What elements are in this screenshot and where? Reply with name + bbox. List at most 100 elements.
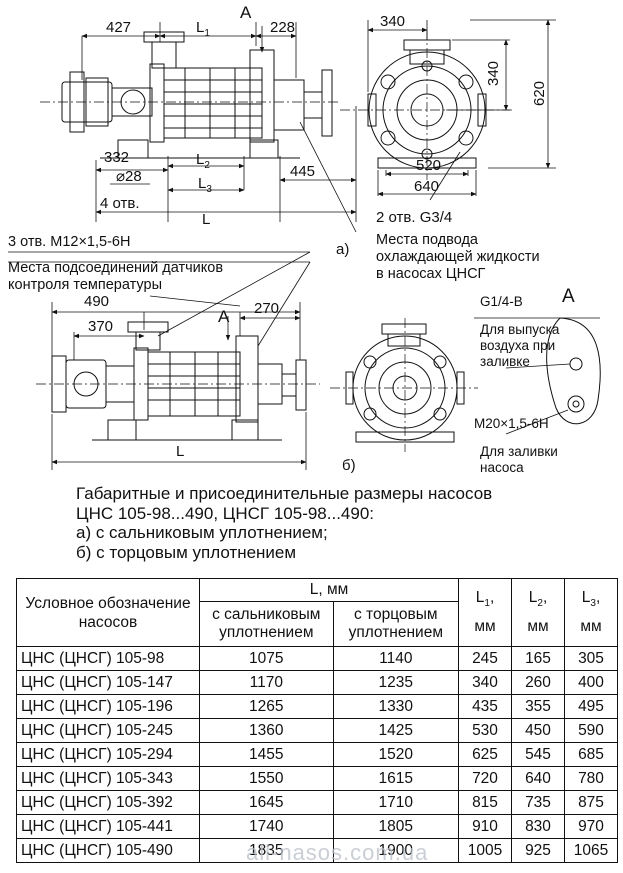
- cell-L2: 735: [511, 790, 565, 815]
- cell-mech: 1235: [332, 670, 460, 695]
- dim-340-w: 340: [380, 13, 405, 30]
- cell-mech: 1140: [332, 646, 460, 671]
- fill-note-1: Для заливки: [480, 444, 558, 459]
- cell-mech: 1425: [332, 718, 460, 743]
- cell-mech: 1900: [332, 838, 460, 863]
- detail-A-title: A: [562, 286, 575, 307]
- pump-b-front-view: [330, 318, 478, 452]
- detail-A: [474, 317, 601, 435]
- cell-L3: 780: [564, 766, 618, 791]
- dim-370: 370: [88, 318, 113, 335]
- vent-note-2: воздуха при: [480, 338, 555, 353]
- caption-line-3: а) с сальниковым уплотнением;: [76, 523, 328, 542]
- view-A-marker-b: A: [218, 307, 230, 326]
- cell-name: ЦНС (ЦНСГ) 105-490: [16, 838, 200, 863]
- pump-a-labels: 427 L1 A 228 332 L2 ⌀28 445 L3 4 отв. L …: [100, 3, 349, 258]
- cell-mech: 1805: [332, 814, 460, 839]
- cell-L1: 340: [458, 670, 512, 695]
- dim-332: 332: [104, 149, 129, 166]
- cell-L2: 640: [511, 766, 565, 791]
- dim-L1: L1: [196, 19, 210, 39]
- pump-a-front-dimensions: [367, 19, 556, 201]
- cell-L1: 1005: [458, 838, 512, 863]
- label-a: а): [336, 241, 349, 258]
- note-cooling-3: в насосах ЦНСГ: [376, 266, 486, 282]
- dim-L-b: L: [176, 443, 184, 460]
- note-sensors-2: контроля температуры: [8, 277, 162, 293]
- vent-note-1: Для выпуска: [480, 322, 560, 337]
- cell-gland: 1645: [199, 790, 334, 815]
- dim-620: 620: [531, 81, 548, 106]
- cell-L1: 720: [458, 766, 512, 791]
- dim-340-h: 340: [485, 61, 502, 86]
- holes-4: 4 отв.: [100, 195, 140, 212]
- cell-L1: 245: [458, 646, 512, 671]
- pump-a-front-labels: 340 340 620 520 640 2 отв. G3/4: [376, 13, 548, 226]
- pump-b-labels: 490 370 A 270 L б): [84, 293, 356, 474]
- cell-gland: 1835: [199, 838, 334, 863]
- cell-L3: 685: [564, 742, 618, 767]
- cell-L1: 530: [458, 718, 512, 743]
- cell-L2: 355: [511, 694, 565, 719]
- notes: 3 отв. М12×1,5-6Н Места подсоединений да…: [8, 232, 540, 293]
- thread-g14: G1/4-В: [480, 294, 523, 309]
- header-L3: L3,мм: [564, 578, 618, 647]
- label-b: б): [342, 457, 356, 474]
- cell-L2: 450: [511, 718, 565, 743]
- cell-L3: 590: [564, 718, 618, 743]
- dim-427: 427: [106, 19, 131, 36]
- dim-L3: L3: [198, 175, 212, 195]
- thread-m20: М20×1,5-6Н: [474, 416, 549, 431]
- cell-L2: 925: [511, 838, 565, 863]
- dim-520: 520: [416, 157, 441, 174]
- dim-640: 640: [414, 178, 439, 195]
- leader-lines: [8, 251, 311, 347]
- dim-L2: L2: [196, 151, 210, 171]
- header-L: L, мм: [199, 578, 459, 602]
- dim-270: 270: [254, 300, 279, 317]
- cell-L3: 495: [564, 694, 618, 719]
- note-thread-holes: 3 отв. М12×1,5-6Н: [8, 234, 130, 250]
- cell-L2: 830: [511, 814, 565, 839]
- vent-note-3: заливке: [480, 354, 530, 369]
- dim-445: 445: [290, 163, 315, 180]
- note-cooling-1: Места подвода: [376, 232, 479, 248]
- cell-name: ЦНС (ЦНСГ) 105-343: [16, 766, 200, 791]
- cell-L3: 305: [564, 646, 618, 671]
- cell-name: ЦНС (ЦНСГ) 105-98: [16, 646, 200, 671]
- cell-L1: 625: [458, 742, 512, 767]
- cell-L2: 165: [511, 646, 565, 671]
- header-L1: L1,мм: [458, 578, 512, 647]
- header-name: Условное обозначение насосов: [16, 578, 200, 647]
- cell-L3: 1065: [564, 838, 618, 863]
- cell-gland: 1075: [199, 646, 334, 671]
- caption-line-4: б) с торцовым уплотнением: [76, 542, 297, 562]
- cell-L2: 260: [511, 670, 565, 695]
- pump-b-dimensions: [51, 302, 307, 470]
- dim-228: 228: [270, 19, 295, 36]
- cell-mech: 1710: [332, 790, 460, 815]
- cell-mech: 1520: [332, 742, 460, 767]
- cell-gland: 1265: [199, 694, 334, 719]
- view-A-marker-a: A: [240, 3, 252, 22]
- cell-L2: 545: [511, 742, 565, 767]
- header-L2: L2,мм: [511, 578, 565, 647]
- cell-gland: 1360: [199, 718, 334, 743]
- cell-mech: 1615: [332, 766, 460, 791]
- cell-name: ЦНС (ЦНСГ) 105-196: [16, 694, 200, 719]
- pump-b-side-view: [36, 321, 320, 441]
- pump-drawing: 427 L1 A 228 332 L2 ⌀28 445 L3 4 отв. L …: [8, 3, 601, 475]
- cell-gland: 1550: [199, 766, 334, 791]
- cell-mech: 1330: [332, 694, 460, 719]
- detail-A-labels: A G1/4-В Для выпуска воздуха при заливке…: [474, 286, 575, 475]
- cell-L3: 400: [564, 670, 618, 695]
- cell-L1: 435: [458, 694, 512, 719]
- cell-name: ЦНС (ЦНСГ) 105-294: [16, 742, 200, 767]
- cell-name: ЦНС (ЦНСГ) 105-441: [16, 814, 200, 839]
- dim-490: 490: [84, 293, 109, 310]
